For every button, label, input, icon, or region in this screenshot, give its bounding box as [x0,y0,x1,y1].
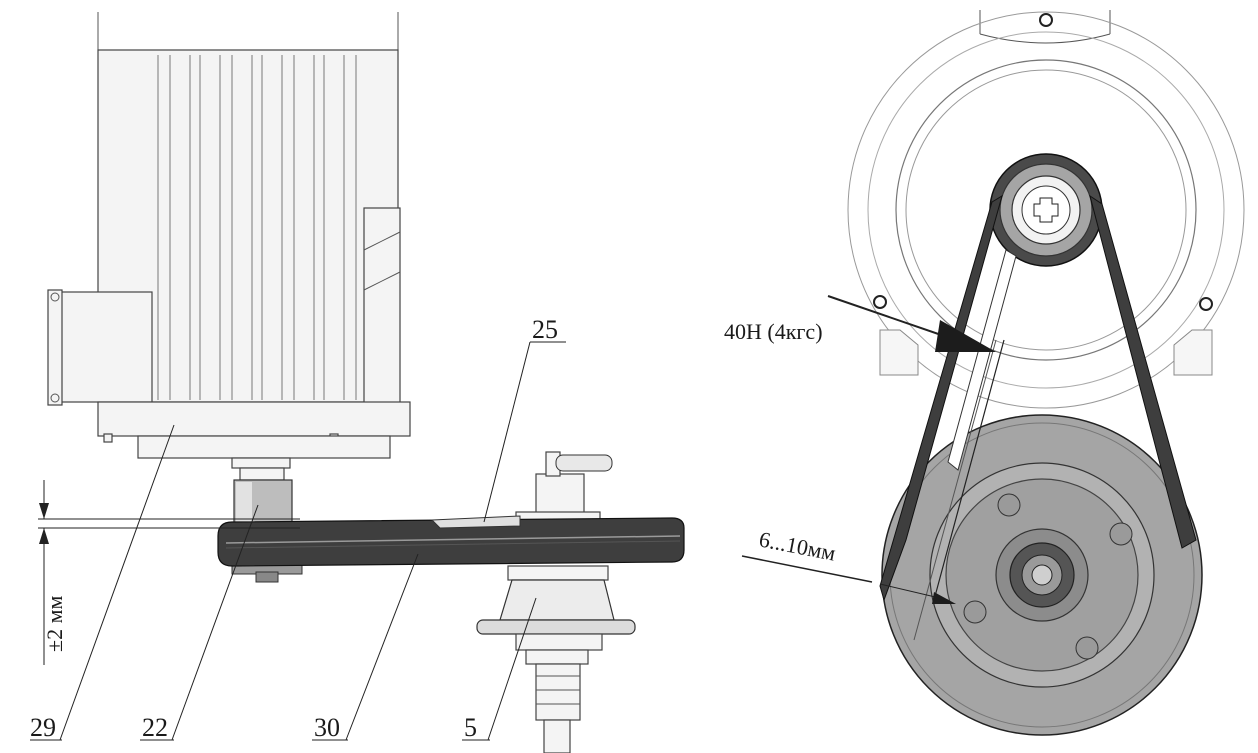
part-label-29: 29 [30,713,56,742]
belt-deflection-label: 6...10мм [757,526,838,565]
motor-cooling-fins [157,55,357,400]
motor-pulley-front [989,153,1103,267]
belt-side-view [217,515,685,567]
driven-pulley-front [881,414,1203,736]
belt-front-view [879,194,1197,641]
motor-housing-front [847,10,1245,409]
side-view: ±2 мм 29 22 30 5 25 [30,12,685,753]
leader-lines [30,341,566,741]
part-label-22: 22 [142,713,168,742]
part-label-5: 5 [464,713,477,742]
motor-flange [97,401,411,437]
part-label-30: 30 [314,713,340,742]
tension-force-label: 40Н (4кгс) [724,319,823,344]
tension-force-arrow: 40Н (4кгс) [724,295,996,352]
driven-pulley [476,451,636,753]
motor-body [47,12,411,481]
front-view: 40Н (4кгс) 6...10мм [724,10,1245,736]
terminal-box [59,291,153,403]
part-label-25: 25 [532,315,558,344]
height-tolerance-label: ±2 мм [42,596,67,652]
belt-tensioner [430,515,521,529]
height-tolerance-dimension: ±2 мм [38,480,300,665]
